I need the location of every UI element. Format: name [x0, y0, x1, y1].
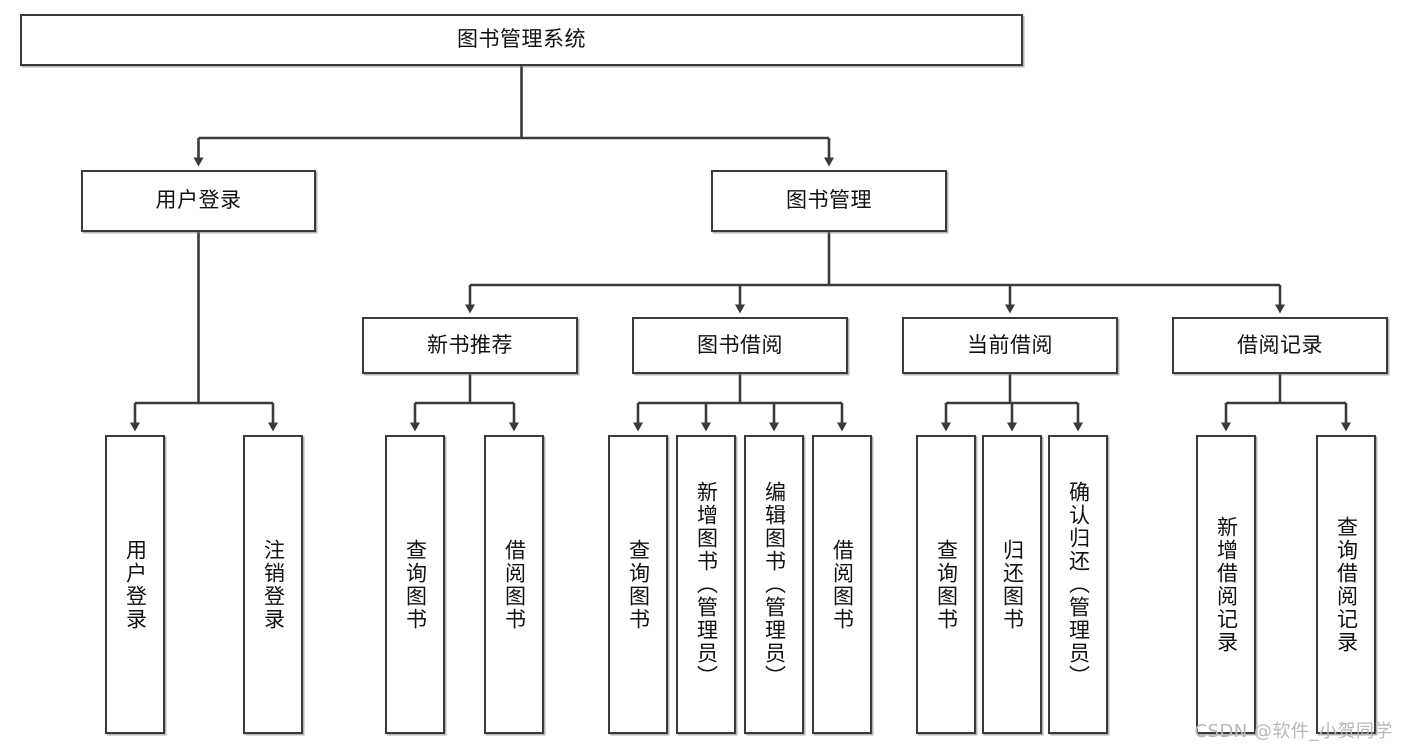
node-leaf-bb-edit[interactable]: 编辑图书（管理员）	[744, 435, 804, 734]
node-leaf-user-login[interactable]: 用户登录	[105, 435, 165, 734]
node-leaf-bb-borrow[interactable]: 借阅图书	[812, 435, 872, 734]
node-leaf-bb-query[interactable]: 查询图书	[608, 435, 668, 734]
node-label: 借阅记录	[1237, 332, 1323, 357]
node-label: 用户登录	[155, 188, 242, 213]
node-borrow-record[interactable]: 借阅记录	[1172, 317, 1388, 374]
node-label: 图书管理	[786, 188, 872, 213]
node-label: 当前借阅	[967, 332, 1053, 357]
node-label: 确认归还（管理员）	[1066, 481, 1091, 688]
node-new-book-rec[interactable]: 新书推荐	[362, 317, 578, 374]
node-book-manage[interactable]: 图书管理	[711, 170, 947, 232]
node-label: 新增图书（管理员）	[694, 481, 719, 688]
node-leaf-cb-query[interactable]: 查询图书	[916, 435, 976, 734]
node-user-login[interactable]: 用户登录	[81, 170, 316, 232]
node-label: 查询图书	[934, 538, 959, 631]
node-label: 查询借阅记录	[1334, 515, 1359, 654]
node-leaf-cb-return[interactable]: 归还图书	[982, 435, 1042, 734]
node-current-borrow[interactable]: 当前借阅	[902, 317, 1118, 374]
node-label: 借阅图书	[830, 538, 855, 631]
node-label: 编辑图书（管理员）	[762, 481, 787, 688]
node-leaf-br-add[interactable]: 新增借阅记录	[1196, 435, 1256, 734]
node-label: 借阅图书	[502, 538, 527, 631]
node-leaf-logout[interactable]: 注销登录	[243, 435, 303, 734]
node-leaf-nbr-borrow[interactable]: 借阅图书	[484, 435, 544, 734]
node-leaf-cb-confirm[interactable]: 确认归还（管理员）	[1048, 435, 1108, 734]
node-label: 查询图书	[626, 538, 651, 631]
node-leaf-nbr-query[interactable]: 查询图书	[385, 435, 445, 734]
node-label: 用户登录	[123, 538, 148, 631]
node-label: 查询图书	[403, 538, 428, 631]
node-book-borrow[interactable]: 图书借阅	[632, 317, 848, 374]
watermark-text: CSDN @软件_小贺同学	[1194, 721, 1393, 742]
node-leaf-bb-add[interactable]: 新增图书（管理员）	[676, 435, 736, 734]
node-label: 归还图书	[1000, 538, 1025, 631]
node-label: 图书借阅	[697, 332, 783, 357]
node-label: 图书管理系统	[457, 27, 586, 52]
node-label: 注销登录	[261, 538, 286, 631]
node-leaf-br-query[interactable]: 查询借阅记录	[1316, 435, 1376, 734]
node-label: 新增借阅记录	[1214, 515, 1239, 654]
node-label: 新书推荐	[427, 332, 513, 357]
node-root[interactable]: 图书管理系统	[20, 14, 1023, 66]
